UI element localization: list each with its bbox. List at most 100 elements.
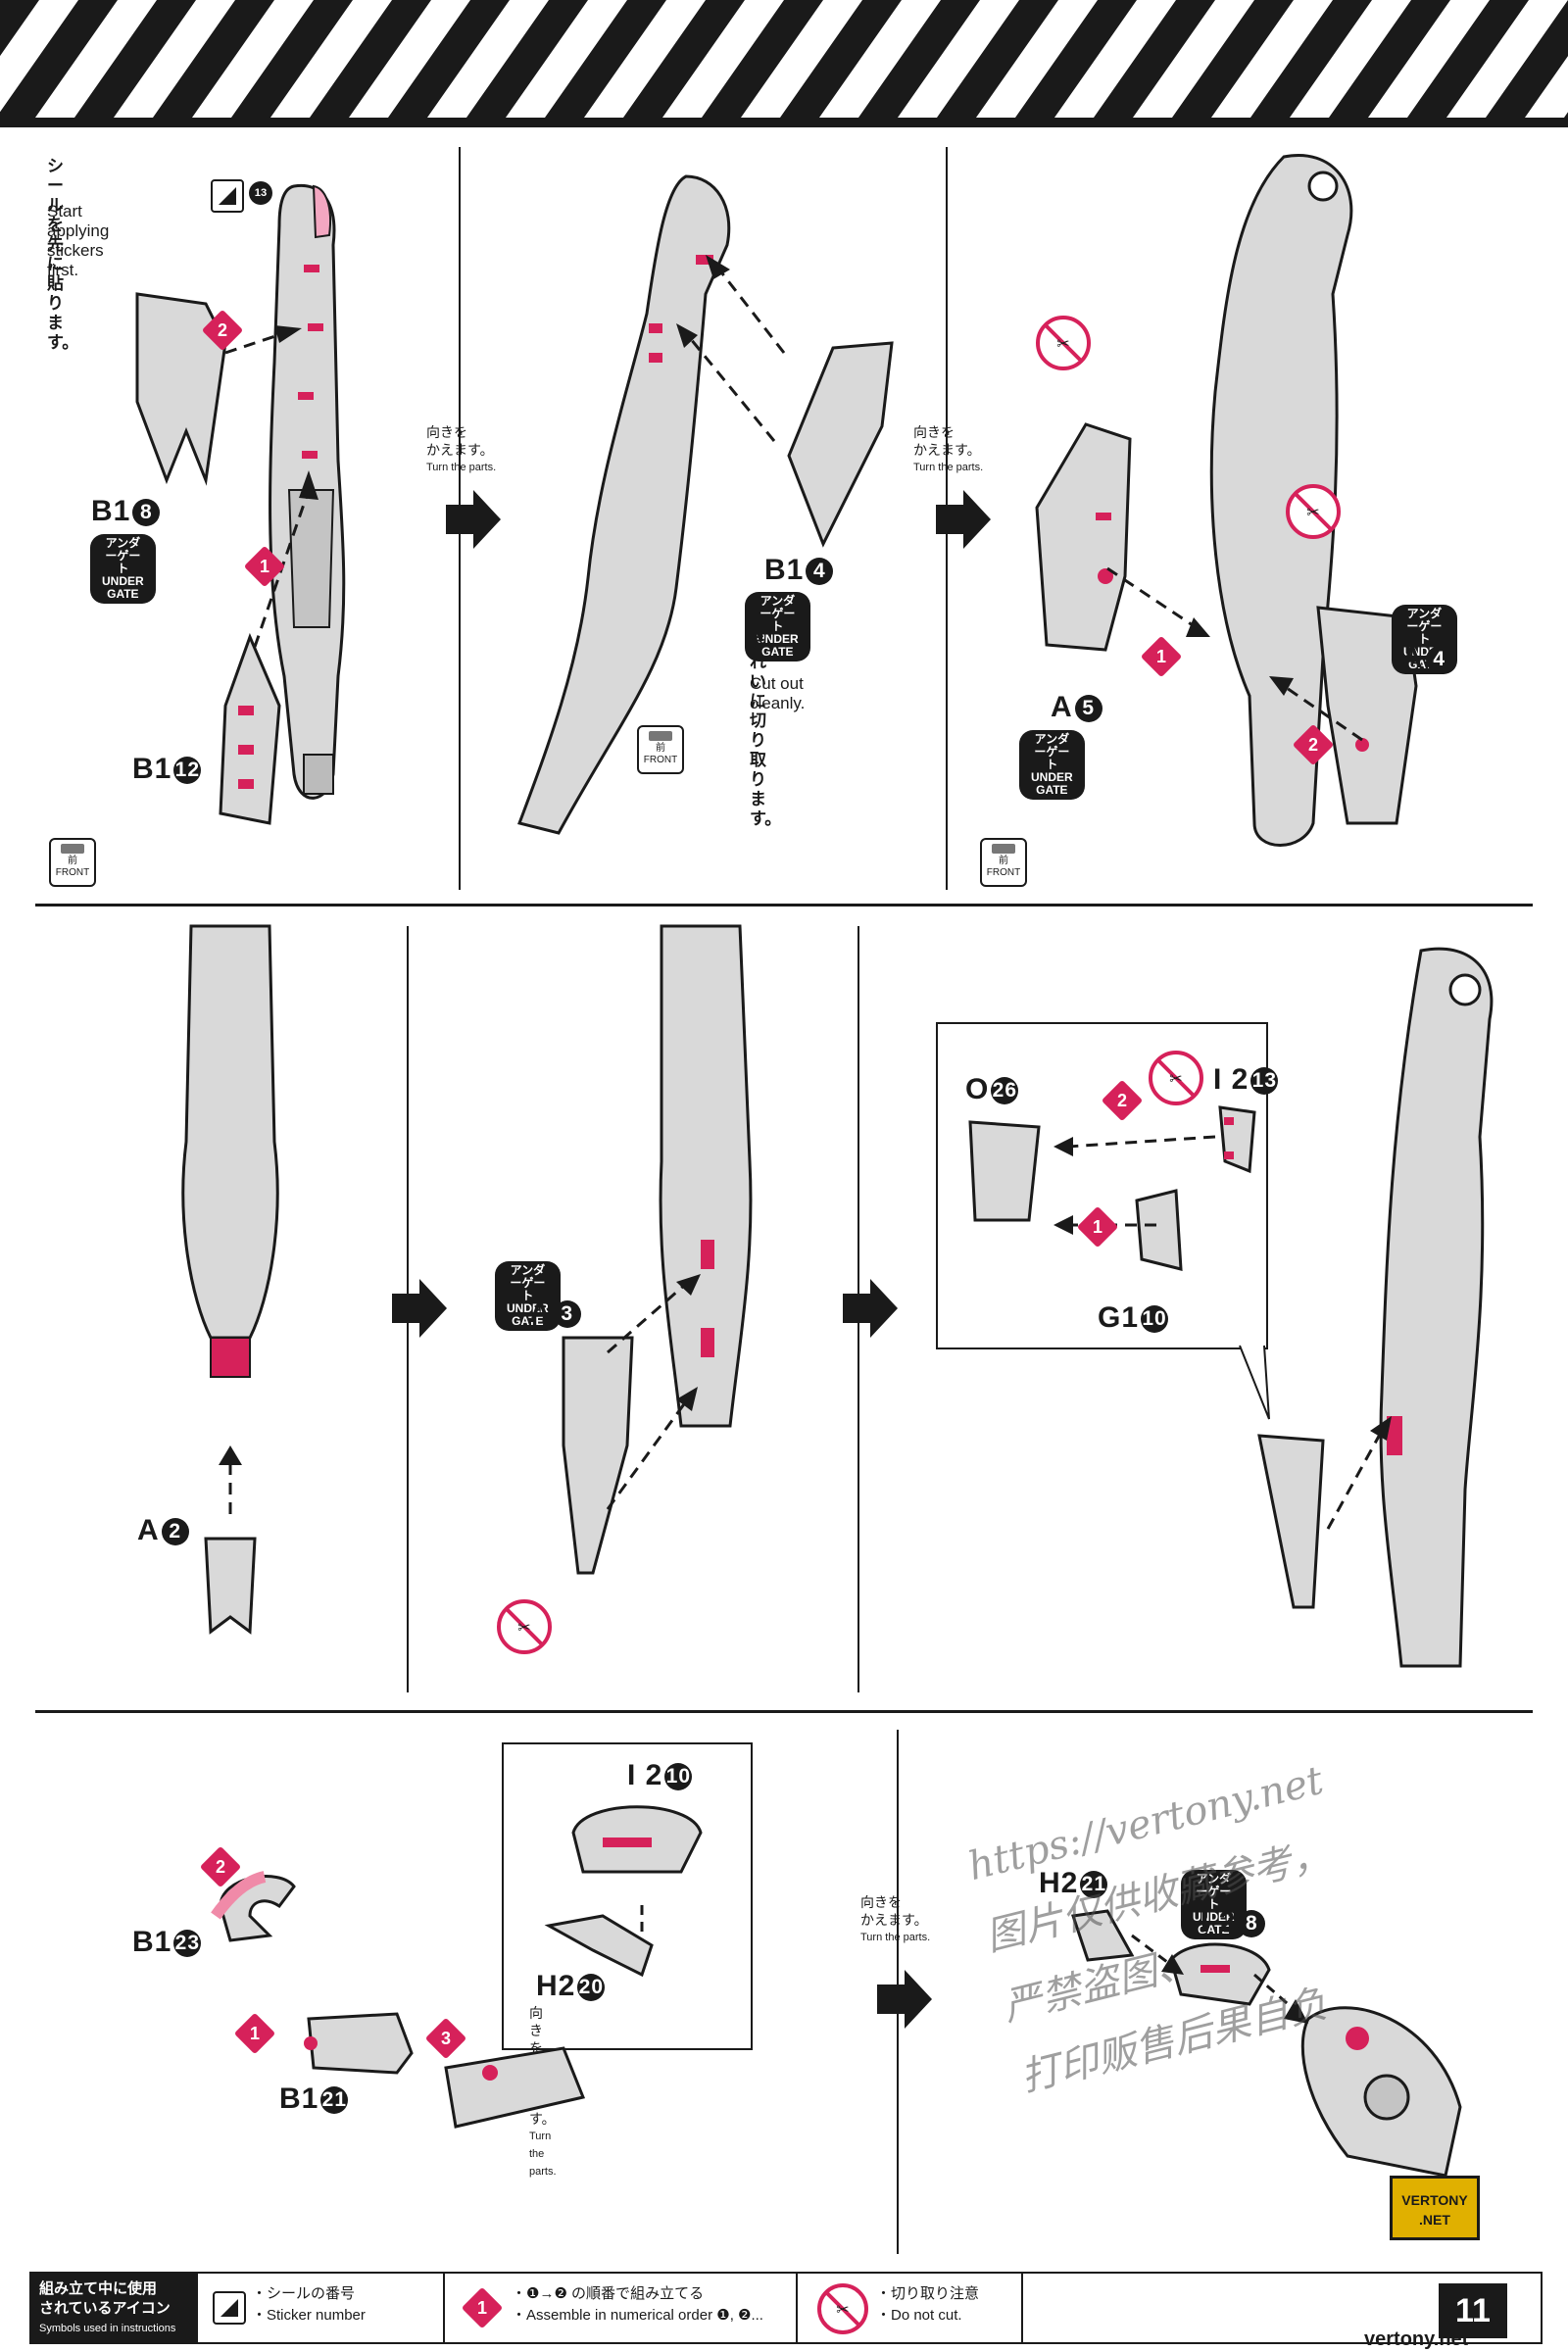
part-b1-12-illustration xyxy=(219,632,281,825)
leg-foot-illustration xyxy=(444,2046,586,2129)
sticker-note-jp: シールを先に 貼ります。 xyxy=(47,157,79,352)
icon-legend: 組み立て中に使用 されているアイコン Symbols used in instr… xyxy=(29,2272,1543,2344)
step-2-marker: 2 xyxy=(199,1845,242,1888)
part-o26-illustration xyxy=(968,1120,1041,1222)
assembly-arrows xyxy=(224,325,318,648)
legend-order: ・❶→❷ の順番で組み立てる・Assemble in numerical ord… xyxy=(512,2285,763,2324)
sticker-icon xyxy=(211,179,244,213)
step-1-marker: 1 xyxy=(1140,635,1183,678)
hazard-stripes xyxy=(0,0,1568,118)
row-divider-2 xyxy=(35,1710,1533,1713)
svg-text:✂: ✂ xyxy=(517,1618,530,1637)
next-step-arrow-icon xyxy=(446,490,501,549)
step-3-marker: 3 xyxy=(424,2017,467,2060)
leg-side-illustration xyxy=(1209,154,1353,847)
part-a3-illustration xyxy=(562,1336,634,1575)
turn-note: 向きを かえます。Turn the parts. xyxy=(913,424,984,473)
part-h2-21-illustration xyxy=(1071,1909,1135,1962)
part-h2-20-illustration xyxy=(544,1901,654,1978)
part-i2-8-illustration xyxy=(1169,1942,1271,2006)
row-divider-1 xyxy=(35,904,1533,906)
cut-note-jp: きれいに 切り取ります。 xyxy=(750,633,782,828)
assembly-arrows xyxy=(676,255,786,442)
part-a2-illustration xyxy=(204,1446,257,1635)
sticker-note-en: Start applying stickers first. xyxy=(47,202,110,279)
step-1-marker: 1 xyxy=(1076,1205,1119,1249)
assembly-arrows xyxy=(1131,1934,1308,2024)
step-2-marker: 2 xyxy=(1101,1079,1144,1122)
part-g1-10-illustration xyxy=(1135,1189,1183,1271)
svg-text:✂: ✂ xyxy=(836,2300,849,2319)
lower-leg-illustration xyxy=(181,924,279,1378)
leg-turned-illustration xyxy=(517,174,731,835)
legend-no-cut: ・切り取り注意・Do not cut. xyxy=(876,2285,980,2324)
no-cut-icon: ✂ xyxy=(497,1599,552,1654)
foot-assembly-illustration xyxy=(1300,2006,1462,2178)
footer-url: vertony.net xyxy=(1364,2328,1469,2350)
inset-pointer xyxy=(1239,1345,1270,1420)
detail-inset xyxy=(502,1742,753,2050)
no-cut-icon: ✂ xyxy=(817,2283,868,2334)
step-1-marker: 1 xyxy=(233,2012,276,2055)
svg-text:✂: ✂ xyxy=(1306,503,1319,521)
part-b1-8-illustration xyxy=(135,292,227,486)
rotate-arrow-icon xyxy=(211,1871,267,1920)
no-cut-icon: ✂ xyxy=(1149,1051,1203,1105)
assembly-arrows xyxy=(1326,1416,1392,1530)
hazard-stripe-header xyxy=(0,0,1568,127)
leg-full-illustration xyxy=(1379,947,1494,1668)
vertony-badge: VERTONY .NET xyxy=(1390,2176,1480,2240)
turn-note: 向きを かえます。Turn the parts. xyxy=(426,424,497,473)
no-cut-icon: ✂ xyxy=(1036,316,1091,370)
part-a5-illustration xyxy=(1035,422,1132,652)
part-detail-illustration xyxy=(1257,1434,1325,1609)
no-cut-icon: ✂ xyxy=(1286,484,1341,539)
legend-sticker: ・シールの番号・Sticker number xyxy=(252,2285,366,2324)
sticker-number: 13 xyxy=(247,181,272,205)
turn-note: 向きを かえます。Turn the parts. xyxy=(860,1894,931,1943)
part-b1-4-illustration xyxy=(787,341,894,548)
sticker-icon xyxy=(213,2291,246,2325)
next-step-arrow-icon xyxy=(936,490,991,549)
cut-note-en: Cut out cleanly. xyxy=(750,674,806,712)
part-i2-13-illustration xyxy=(1218,1105,1256,1174)
part-i2-10-illustration xyxy=(571,1805,703,1874)
svg-text:✂: ✂ xyxy=(1169,1069,1182,1088)
next-step-arrow-icon xyxy=(392,1279,447,1338)
page-number: 11 xyxy=(1439,2283,1507,2338)
assembly-arrows xyxy=(606,1274,701,1510)
svg-text:✂: ✂ xyxy=(1056,334,1069,353)
step-2-marker: 2 xyxy=(201,309,244,352)
step-marker-icon: 1 xyxy=(461,2286,504,2329)
step-2-marker: 2 xyxy=(1292,723,1335,766)
step-1-marker: 1 xyxy=(243,545,286,588)
part-b1-21-illustration xyxy=(304,2012,414,2075)
legend-title: 組み立て中に使用 されているアイコン Symbols used in instr… xyxy=(31,2274,198,2342)
next-step-arrow-icon xyxy=(843,1279,898,1338)
